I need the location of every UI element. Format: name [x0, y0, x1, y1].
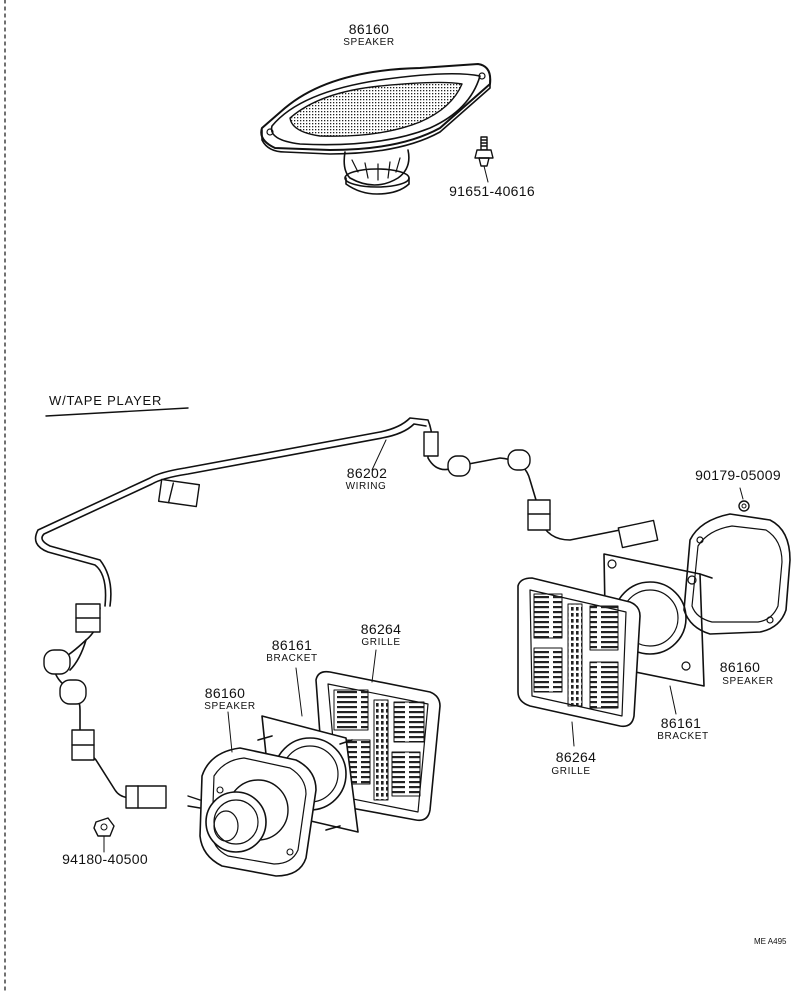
left-nut-drawing	[93, 817, 115, 837]
footer-code: ME A495	[754, 937, 787, 946]
left-nut-number: 94180-40500	[62, 851, 148, 867]
left-bracket-name: BRACKET	[266, 653, 318, 664]
top-speaker-drawing	[260, 63, 492, 195]
right-speaker-number: 86160	[719, 659, 761, 675]
top-speaker-number: 86160	[348, 21, 390, 37]
top-screw-number: 91651-40616	[449, 183, 535, 199]
left-speaker-number: 86160	[204, 685, 246, 701]
right-nut-leader	[739, 487, 744, 500]
left-bracket-leader	[295, 667, 303, 717]
right-nut-number: 90179-05009	[695, 467, 781, 483]
wiring-harness-drawing	[34, 417, 621, 799]
top-screw-drawing	[474, 136, 494, 167]
top-speaker-name: SPEAKER	[343, 37, 395, 48]
right-grille-name: GRILLE	[551, 766, 591, 777]
right-bracket-name: BRACKET	[657, 731, 709, 742]
left-speaker-drawing	[187, 747, 317, 877]
right-speaker-drawing	[683, 500, 791, 635]
right-grille-number: 86264	[555, 749, 597, 765]
harness-connectors	[43, 431, 659, 809]
left-bracket-number: 86161	[271, 637, 313, 653]
section-underline	[45, 407, 189, 417]
wiring-number: 86202	[346, 465, 388, 481]
section-label: W/TAPE PLAYER	[49, 393, 163, 408]
right-speaker-name: SPEAKER	[722, 676, 774, 687]
right-grille-drawing	[517, 577, 641, 728]
wiring-leader	[371, 439, 387, 471]
left-speaker-leader	[227, 711, 233, 753]
right-bracket-leader	[669, 685, 677, 715]
top-screw-leader	[483, 165, 489, 183]
left-speaker-name: SPEAKER	[204, 701, 256, 712]
left-grille-number: 86264	[360, 621, 402, 637]
wiring-name: WIRING	[345, 481, 387, 492]
right-bracket-number: 86161	[660, 715, 702, 731]
left-grille-name: GRILLE	[361, 637, 401, 648]
left-grille-leader	[371, 649, 377, 683]
right-grille-leader	[571, 721, 575, 747]
